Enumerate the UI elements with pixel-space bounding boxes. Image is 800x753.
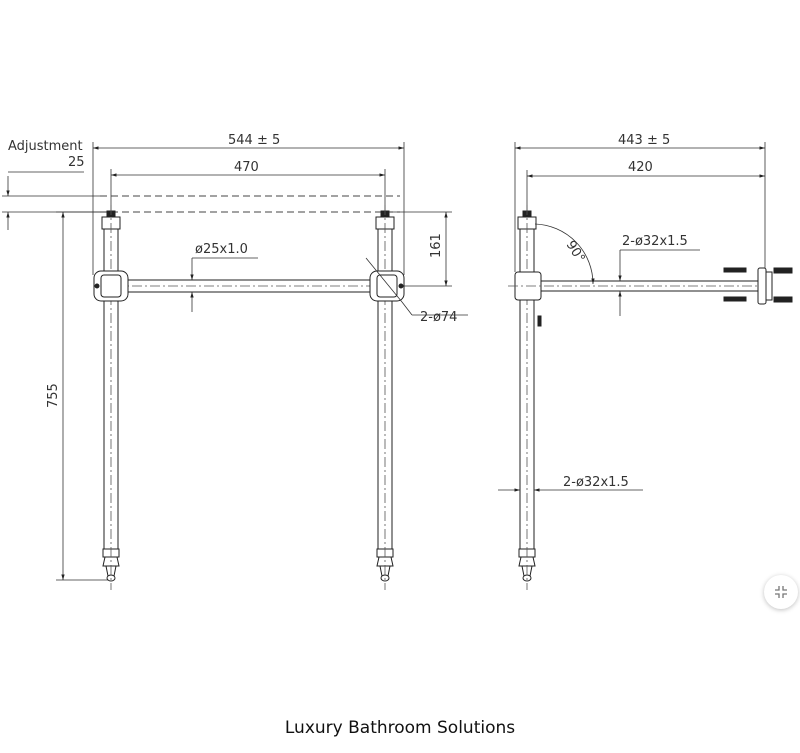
angle-label: 90° <box>563 238 588 265</box>
adjustment-value: 25 <box>68 155 85 170</box>
height-top-label: 161 <box>429 233 444 258</box>
technical-drawing: Adjustment 25 544 ± 5 470 161 755 <box>2 133 793 590</box>
side-leg <box>517 205 542 590</box>
height-total-label: 755 <box>46 383 61 408</box>
front-view: Adjustment 25 544 ± 5 470 161 755 <box>2 133 468 590</box>
rail-tube-label: ø25x1.0 <box>195 242 248 257</box>
flange-label: 2-ø74 <box>420 310 457 325</box>
side-rail <box>508 267 793 305</box>
side-leg-tube-label: 2-ø32x1.5 <box>563 475 629 490</box>
centers-width-label: 470 <box>234 160 259 175</box>
inner-depth-label: 420 <box>628 160 653 175</box>
left-leg <box>101 205 121 590</box>
side-rail-tube-label: 2-ø32x1.5 <box>622 234 688 249</box>
side-view: 443 ± 5 420 <box>498 133 793 590</box>
adjustment-label: Adjustment <box>8 139 83 154</box>
collapse-icon <box>775 586 787 598</box>
right-leg <box>375 205 395 590</box>
overall-depth-label: 443 ± 5 <box>618 133 670 148</box>
collapse-button[interactable] <box>764 575 798 609</box>
caption: Luxury Bathroom Solutions <box>284 718 516 738</box>
front-rail <box>93 270 405 302</box>
overall-width-label: 544 ± 5 <box>228 133 280 148</box>
